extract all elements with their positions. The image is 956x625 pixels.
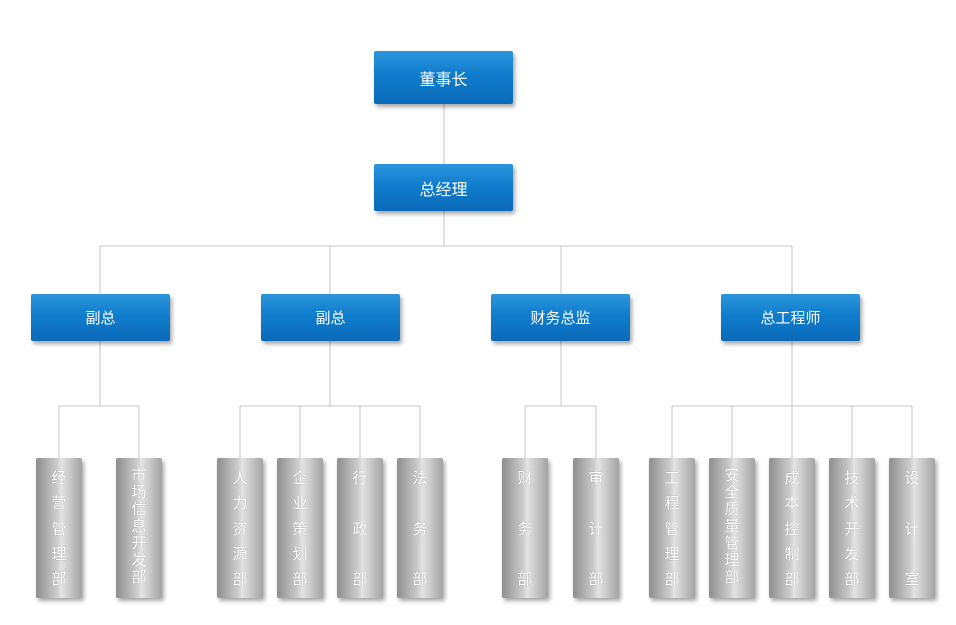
vice-president-2-box: 副总 bbox=[261, 294, 400, 341]
department-label: 市场信息开发部 bbox=[131, 466, 147, 586]
department-box: 审计部 bbox=[573, 458, 619, 598]
department-label: 安全质量管理部 bbox=[724, 466, 740, 586]
department-label: 财务部 bbox=[517, 469, 533, 588]
department-label: 设计室 bbox=[904, 469, 920, 588]
department-box: 市场信息开发部 bbox=[116, 458, 162, 598]
department-label: 工程管理部 bbox=[664, 469, 680, 588]
department-label: 企业策划部 bbox=[292, 469, 308, 588]
department-box: 法务部 bbox=[397, 458, 443, 598]
department-box: 财务部 bbox=[502, 458, 548, 598]
chairman-label: 董事长 bbox=[419, 69, 468, 89]
department-label: 技术开发部 bbox=[844, 469, 860, 588]
chief-engineer-label: 总工程师 bbox=[760, 309, 821, 327]
department-box: 工程管理部 bbox=[649, 458, 695, 598]
department-label: 行政部 bbox=[352, 469, 368, 588]
department-box: 行政部 bbox=[337, 458, 383, 598]
department-box: 人力资源部 bbox=[217, 458, 263, 598]
vice-president-2-label: 副总 bbox=[315, 309, 346, 327]
vice-president-1-label: 副总 bbox=[85, 309, 116, 327]
general-manager-box: 总经理 bbox=[374, 164, 513, 211]
department-box: 设计室 bbox=[889, 458, 935, 598]
vice-president-1-box: 副总 bbox=[31, 294, 170, 341]
department-label: 经营管理部 bbox=[51, 469, 67, 588]
cfo-box: 财务总监 bbox=[491, 294, 630, 341]
cfo-label: 财务总监 bbox=[530, 309, 591, 327]
chief-engineer-box: 总工程师 bbox=[721, 294, 860, 341]
department-box: 安全质量管理部 bbox=[709, 458, 755, 598]
department-label: 人力资源部 bbox=[232, 469, 248, 588]
department-box: 企业策划部 bbox=[277, 458, 323, 598]
department-label: 法务部 bbox=[412, 469, 428, 588]
department-label: 审计部 bbox=[588, 469, 604, 588]
department-label: 成本控制部 bbox=[784, 469, 800, 588]
department-box: 技术开发部 bbox=[829, 458, 875, 598]
general-manager-label: 总经理 bbox=[419, 179, 468, 199]
department-box: 经营管理部 bbox=[36, 458, 82, 598]
chairman-box: 董事长 bbox=[374, 51, 513, 104]
department-box: 成本控制部 bbox=[769, 458, 815, 598]
